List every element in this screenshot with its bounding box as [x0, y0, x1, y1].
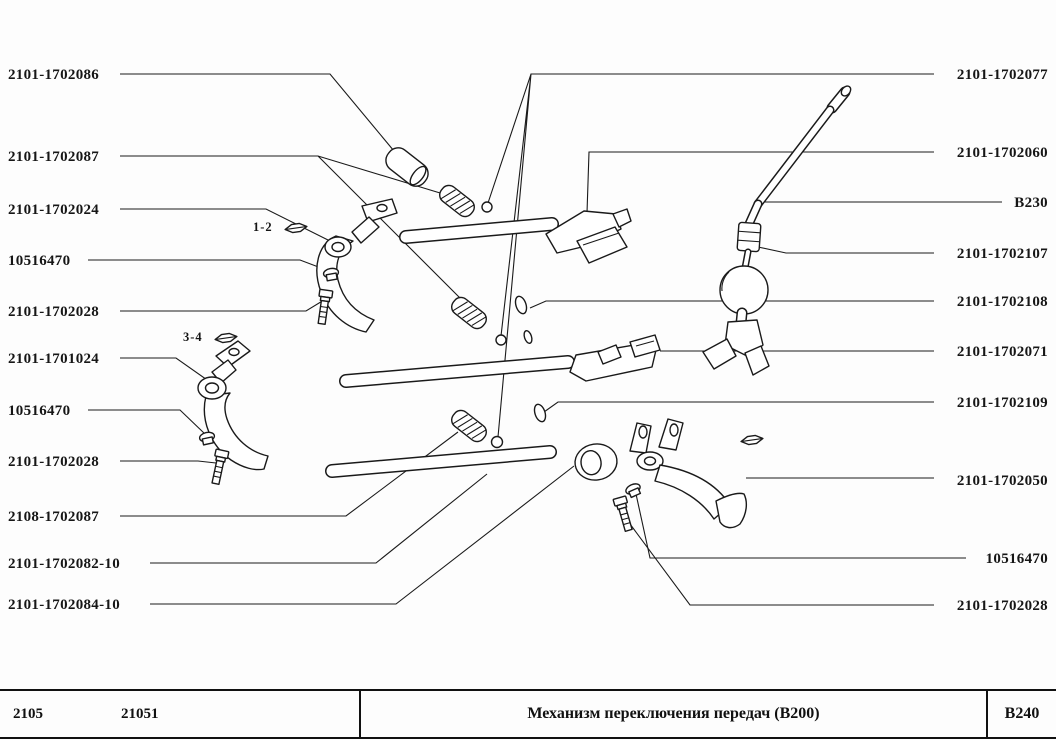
- model-number-2: 21051: [121, 705, 159, 722]
- rod-seal-lower: [533, 403, 547, 423]
- part-label-right-7: 2101-1702050: [956, 473, 1048, 489]
- part-label-right-1: 2101-1702060: [956, 145, 1048, 161]
- shift-fork-reverse: [629, 418, 748, 529]
- detent-spring-3: [451, 409, 487, 443]
- part-label-right-5: 2101-1702071: [956, 344, 1048, 360]
- part-label-left-4: 2101-1702028: [8, 304, 100, 320]
- gear-marker-1-2: 1-2: [253, 220, 273, 234]
- sheet-code: B240: [986, 691, 1056, 737]
- part-label-left-8: 2108-1702087: [8, 509, 100, 525]
- model-number-1: 2105: [13, 705, 43, 722]
- part-label-right-9: 2101-1702028: [956, 598, 1048, 614]
- part-label-right-3: 2101-1702107: [956, 246, 1048, 262]
- detent-spring-2: [451, 296, 487, 330]
- part-label-left-1: 2101-1702087: [8, 149, 100, 165]
- lock-washer-1: [322, 267, 340, 282]
- retainer-clip-2: [214, 332, 238, 344]
- retainer-clip-3: [740, 434, 764, 446]
- detent-spring-1: [439, 184, 475, 218]
- fork-bolt-2: [211, 448, 230, 486]
- part-label-left-5: 2101-1701024: [8, 351, 100, 367]
- assembly-title: Механизм переключения передач (B200): [527, 705, 820, 722]
- part-label-left-10: 2101-1702084-10: [8, 597, 120, 613]
- model-cell: 2105 21051: [0, 691, 361, 737]
- rod-bushing: [574, 443, 618, 481]
- fork-bolt-1: [317, 288, 334, 326]
- lock-washer-2: [198, 431, 216, 446]
- shift-fork-3-4: [197, 340, 269, 471]
- shift-rod-2: [339, 355, 575, 388]
- part-label-left-7: 2101-1702028: [8, 454, 100, 470]
- detent-balls: [481, 201, 507, 449]
- gear-marker-3-4: 3-4: [183, 330, 203, 344]
- part-label-left-0: 2101-1702086: [8, 67, 100, 83]
- lock-washer-3: [625, 483, 642, 499]
- gear-lever: [702, 85, 852, 376]
- part-label-left-9: 2101-1702082-10: [8, 556, 120, 572]
- part-label-left-2: 2101-1702024: [8, 202, 100, 218]
- part-label-right-8: 10516470: [985, 551, 1048, 567]
- detent-bushing: [385, 147, 429, 187]
- shift-rod-1: [399, 217, 559, 244]
- leader-lines: [88, 73, 1002, 606]
- shift-fork-1-2: [316, 198, 398, 333]
- lever-clamp: [736, 221, 762, 253]
- shift-rod-2-head: [569, 334, 661, 382]
- part-label-right-4: 2101-1702108: [956, 294, 1048, 310]
- fork-bolt-3: [612, 495, 633, 533]
- part-label-left-3: 10516470: [8, 253, 71, 269]
- part-label-left-6: 10516470: [8, 403, 71, 419]
- shift-rod-3: [325, 445, 557, 478]
- part-label-right-0: 2101-1702077: [956, 67, 1048, 83]
- part-label-right-2: B230: [1014, 195, 1048, 211]
- shift-rod-1-head: [545, 208, 632, 264]
- part-label-right-6: 2101-1702109: [956, 395, 1048, 411]
- retainer-clip-1: [284, 222, 308, 234]
- title-block: 2105 21051 Механизм переключения передач…: [0, 689, 1056, 739]
- rod-seal-pair: [514, 295, 533, 344]
